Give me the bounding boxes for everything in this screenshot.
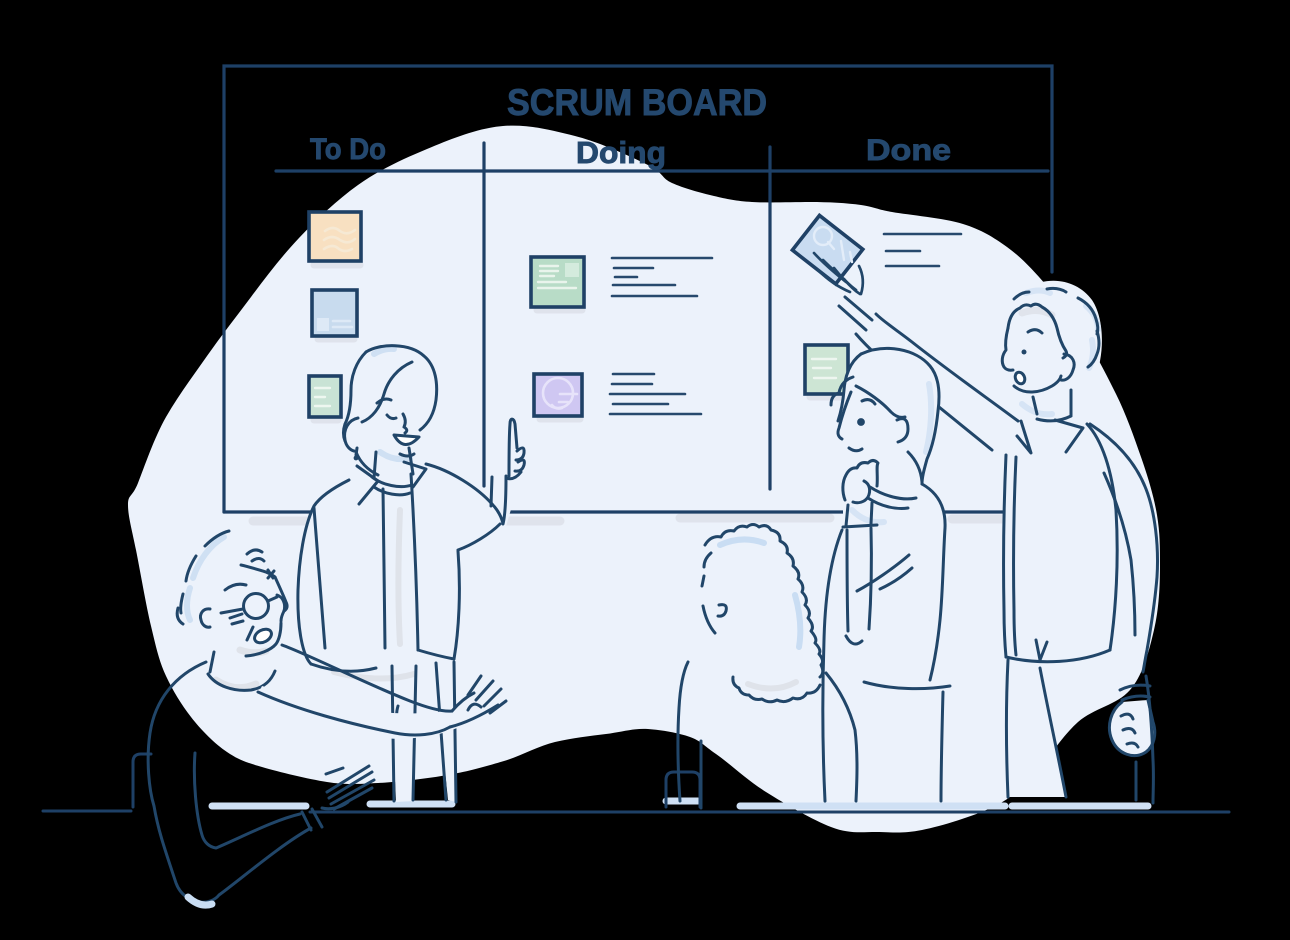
svg-text:To Do: To Do bbox=[310, 133, 386, 166]
svg-text:Doing: Doing bbox=[576, 135, 666, 170]
svg-text:SCRUM BOARD: SCRUM BOARD bbox=[507, 82, 767, 123]
svg-text:Done: Done bbox=[866, 134, 951, 167]
